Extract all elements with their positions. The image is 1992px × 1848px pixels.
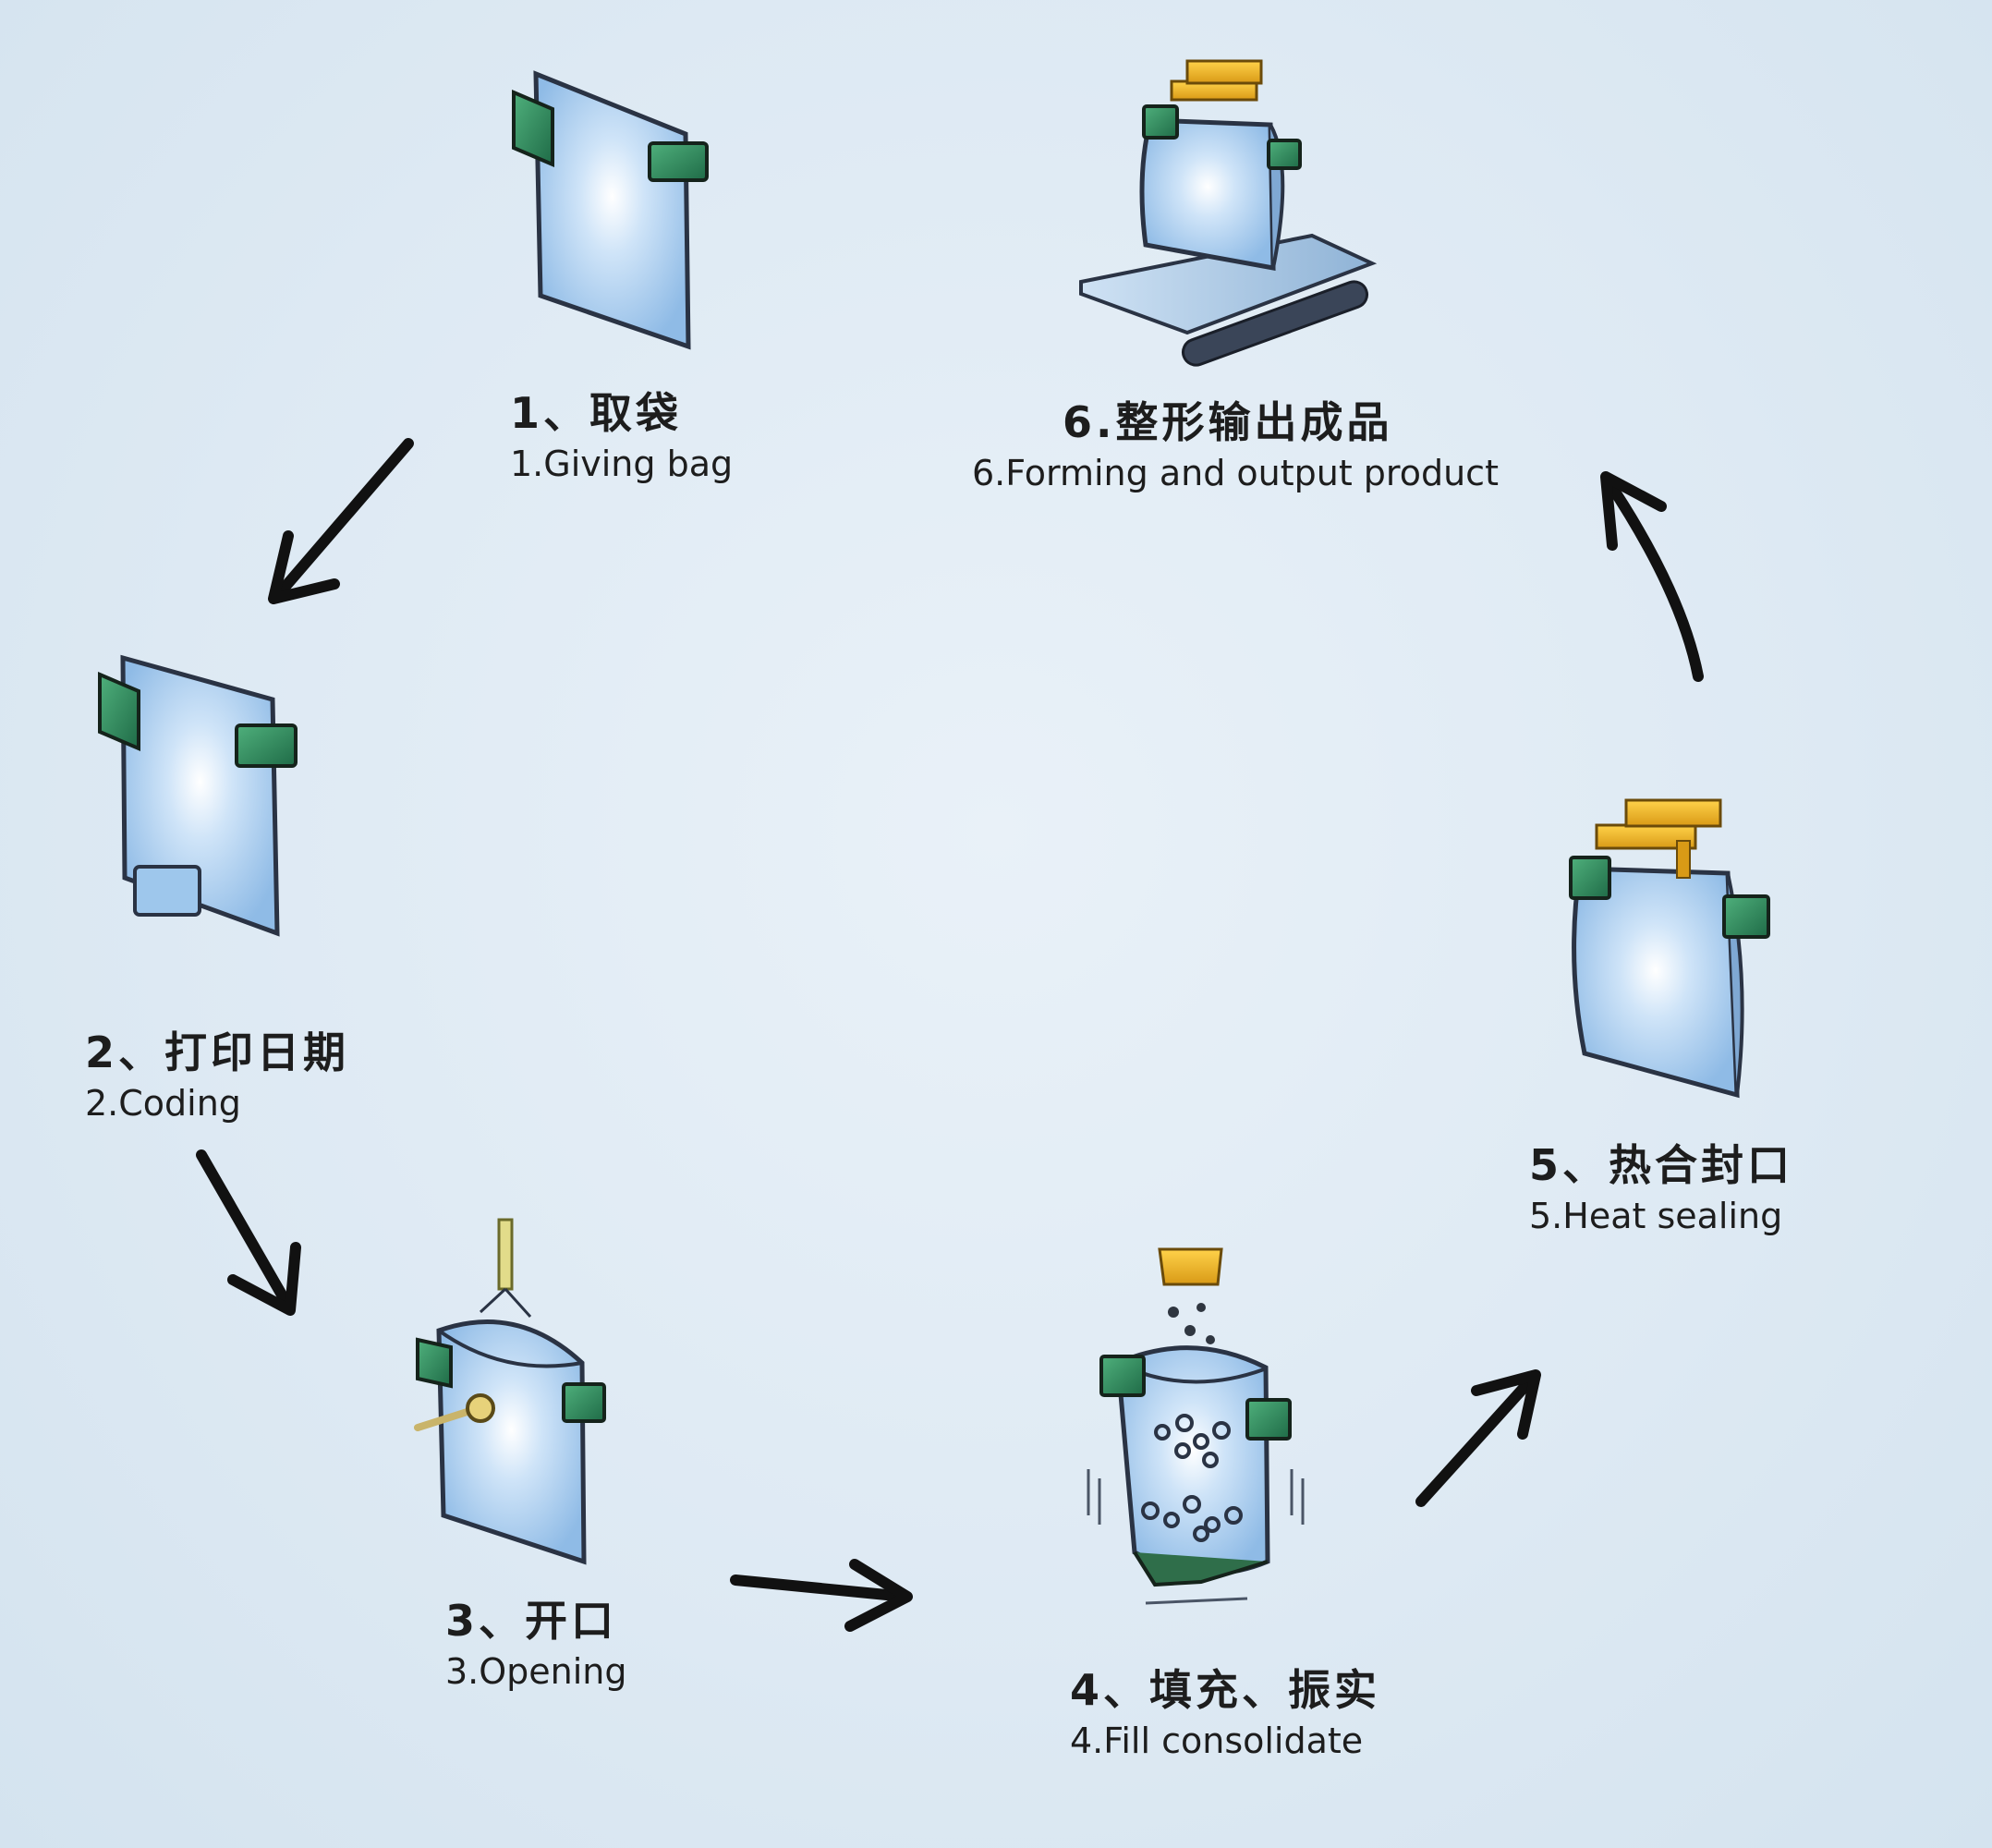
step2-illustration (98, 654, 298, 937)
printer-head-icon (133, 865, 201, 917)
step6-title-en: 6.Forming and output product (972, 453, 1499, 493)
clamp-icon (98, 671, 140, 752)
heat-sealer-icon (1676, 840, 1691, 879)
clamp-icon (235, 723, 298, 768)
step4-illustration (1087, 1247, 1305, 1605)
step1-illustration (512, 70, 709, 350)
conveyor-roller-icon (1181, 280, 1369, 367)
step6-label: 6.整形输出成品 6.Forming and output product (972, 395, 1499, 495)
step3-label: 3、开口 3.Opening (445, 1594, 627, 1694)
step5-title-en: 5.Heat sealing (1529, 1196, 1783, 1236)
step4-title-cn: 4、填充、振实 (1070, 1665, 1381, 1715)
step4-title-en: 4.Fill consolidate (1070, 1720, 1364, 1761)
clamp-icon (1722, 894, 1770, 939)
arrow-1-to-2-icon (268, 438, 414, 604)
bag-icon (1572, 866, 1740, 1099)
step5-illustration (1569, 798, 1770, 1099)
clamp-icon (562, 1382, 606, 1423)
vibration-lines-icon (1087, 1469, 1305, 1605)
clamp-icon (1142, 104, 1179, 140)
step2-title-cn: 2、打印日期 (85, 1027, 350, 1077)
step3-title-en: 3.Opening (445, 1651, 627, 1692)
step5-title-cn: 5、热合封口 (1529, 1140, 1794, 1190)
step2-title-en: 2.Coding (85, 1083, 241, 1124)
bag-icon (533, 70, 691, 350)
step5-label: 5、热合封口 5.Heat sealing (1529, 1138, 1793, 1238)
step2-label: 2、打印日期 2.Coding (85, 1026, 349, 1125)
step3-title-cn: 3、开口 (445, 1596, 618, 1646)
step6-title-cn: 6.整形输出成品 (1063, 397, 1393, 447)
product-granules-icon (1141, 1414, 1243, 1542)
suction-rod-icon (497, 1218, 514, 1291)
hopper-icon (1158, 1247, 1223, 1286)
heat-sealer-icon (1185, 59, 1263, 85)
clamp-icon (648, 141, 709, 182)
flow-arrows (196, 438, 1704, 1632)
arrow-4-to-5-icon (1415, 1369, 1541, 1507)
bag-icon (1139, 117, 1276, 272)
clamp-icon (1099, 1355, 1146, 1397)
clamp-icon (1245, 1398, 1292, 1441)
clamp-icon (1569, 856, 1611, 900)
step6-illustration (1079, 59, 1378, 367)
step1-label: 1、取袋 1.Giving bag (510, 386, 733, 486)
suction-cup-icon (414, 1405, 480, 1431)
arrow-3-to-4-icon (730, 1559, 913, 1632)
arrow-2-to-3-icon (196, 1149, 301, 1316)
clamp-icon (416, 1337, 453, 1389)
clamp-icon (1267, 139, 1302, 170)
step1-title-cn: 1、取袋 (510, 388, 683, 438)
step1-title-en: 1.Giving bag (510, 444, 734, 484)
step3-illustration (414, 1218, 606, 1565)
clamp-icon (512, 89, 554, 168)
heat-sealer-icon (1624, 798, 1722, 828)
arrow-5-to-6-icon (1600, 471, 1704, 682)
bag-icon (436, 1319, 587, 1565)
step4-label: 4、填充、振实 4.Fill consolidate (1070, 1663, 1380, 1763)
suction-cup-icon (466, 1393, 495, 1423)
